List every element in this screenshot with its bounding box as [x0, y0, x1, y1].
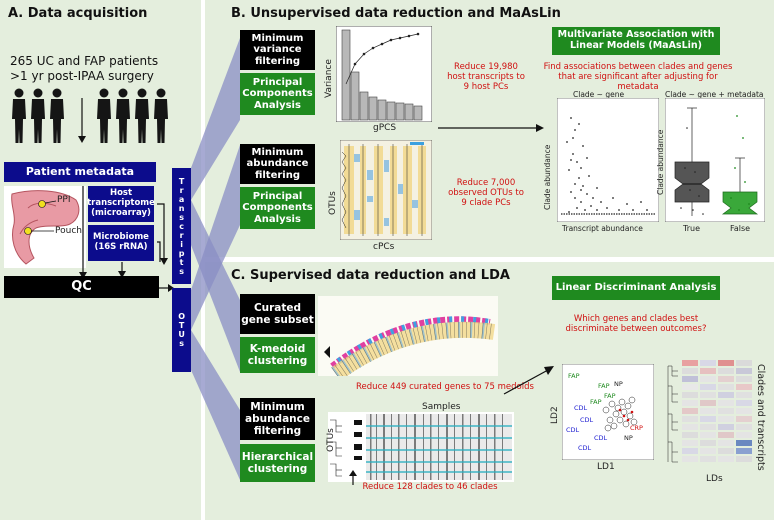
- otu-clade-heatmap: [328, 412, 514, 482]
- otus-axis-label-c: OTUs: [326, 428, 336, 452]
- maaslin-title-box: Multivariate Association with Linear Mod…: [552, 27, 720, 55]
- lda-label-np-1: NP: [614, 380, 623, 388]
- pouch-label: Pouch: [55, 226, 82, 236]
- lda-heatmap-cells: [682, 360, 752, 462]
- arrow-to-maaslin: [438, 124, 544, 132]
- lda-label-crp: CRP: [630, 424, 643, 432]
- patient-silhouettes: [12, 88, 168, 143]
- acquisition-arrows: [79, 186, 174, 292]
- host-transcriptome-box: Host transcriptome (microarray): [87, 186, 155, 222]
- gene-arc: [318, 296, 498, 376]
- lda-label-cdl-1: CDL: [574, 404, 588, 412]
- person-icon: [116, 88, 130, 143]
- section-b-title: B. Unsupervised data reduction and MaAsL…: [231, 6, 561, 21]
- transcripts-vertical-label: Transcripts: [177, 176, 187, 276]
- box-title: Clade ~ gene + metadata: [665, 90, 764, 99]
- clades-transcripts-label: Clades and transcripts: [755, 364, 766, 471]
- lda-label-fap-3: FAP: [604, 392, 616, 400]
- lds-label: LDs: [706, 474, 723, 484]
- box-true: [674, 161, 710, 203]
- up-arrow: [349, 470, 357, 485]
- kmedoid-box: K-medoid clustering: [240, 337, 315, 373]
- maaslin-question: Find associations between clades and gen…: [543, 62, 733, 93]
- person-icon: [50, 88, 64, 143]
- otus-column: OTUs: [172, 288, 191, 372]
- cpcs-axis-label: cPCs: [373, 242, 395, 252]
- funnel-transcripts-bottom: [191, 200, 240, 372]
- ld2-label: LD2: [550, 406, 560, 424]
- ld1-label: LD1: [597, 462, 615, 472]
- transcripts-column: Transcripts: [172, 168, 191, 284]
- lda-heatmap: [667, 360, 752, 463]
- arrow-to-lda: [503, 366, 554, 395]
- anatomy-illustration: [4, 186, 86, 268]
- lda-label-cdl-3: CDL: [566, 426, 580, 434]
- person-icon: [12, 88, 26, 143]
- qc-box: QC: [4, 276, 159, 298]
- scatter-title: Clade ~ gene: [573, 90, 625, 99]
- min-abundance-filter-box-b: Minimum abundance filtering: [240, 144, 315, 184]
- lda-label-np-2: NP: [624, 434, 633, 442]
- cohort-line-2: >1 yr post-IPAA surgery: [10, 69, 154, 83]
- box-ylabel: Clade abundance: [656, 129, 665, 195]
- funnel-otus-top: [191, 145, 240, 330]
- lda-label-cdl-2: CDL: [580, 416, 594, 424]
- box-false-label: False: [730, 224, 751, 233]
- scree-plot: [336, 26, 432, 122]
- clade-heatmap-columns: [370, 414, 503, 480]
- lda-scatter: [562, 364, 654, 460]
- samples-label: Samples: [422, 402, 461, 412]
- reduce-clades-text: Reduce 128 clades to 46 clades: [362, 482, 498, 492]
- person-icon: [154, 88, 168, 143]
- person-icon: [31, 88, 45, 143]
- lda-label-cdl-5: CDL: [578, 444, 592, 452]
- curated-gene-subset-box: Curated gene subset: [240, 294, 315, 334]
- lda-label-fap-2: FAP: [598, 382, 610, 390]
- box-true-label: True: [683, 224, 700, 233]
- otus-vertical-label: OTUs: [177, 312, 187, 348]
- lda-question: Which genes and clades best discriminate…: [565, 314, 707, 335]
- otus-axis-label-b: OTUs: [328, 191, 338, 215]
- person-icon: [97, 88, 111, 143]
- reduce-otus-text: Reduce 7,000 observed OTUs to 9 clade PC…: [448, 178, 524, 209]
- reduce-transcripts-text: Reduce 19,980 host transcripts to 9 host…: [447, 62, 525, 93]
- funnel-transcripts-top: [191, 38, 240, 200]
- cohort-line-1: 265 UC and FAP patients: [10, 54, 159, 68]
- maaslin-boxplot: [665, 98, 765, 222]
- reduce-genes-text: Reduce 449 curated genes to 75 medoids: [356, 382, 534, 392]
- microbiome-box: Microbiome (16S rRNA): [88, 225, 154, 261]
- person-icon: [135, 88, 149, 143]
- ppi-label: PPI: [57, 195, 71, 205]
- lda-label-cdl-4: CDL: [594, 434, 608, 442]
- scatter-points: [566, 117, 648, 213]
- hierarchical-clustering-box: Hierarchical clustering: [240, 444, 315, 482]
- maaslin-scatter: [557, 98, 659, 222]
- box-false: [721, 191, 759, 215]
- otu-heatmap: [340, 140, 432, 240]
- pca-box-1: Principal Components Analysis: [240, 73, 315, 115]
- variance-axis-label: Variance: [324, 59, 334, 98]
- funnel-otus-bottom: [191, 330, 240, 480]
- lda-label-fap-1: FAP: [568, 372, 580, 380]
- pca-box-2: Principal Components Analysis: [240, 187, 315, 229]
- min-abundance-filter-box-c: Minimum abundance filtering: [240, 398, 315, 440]
- scatter-ylabel: Clade abundance: [543, 144, 552, 210]
- section-c-title: C. Supervised data reduction and LDA: [231, 268, 510, 283]
- min-variance-filter-box: Minimum variance filtering: [240, 30, 315, 70]
- patient-metadata-box: Patient metadata: [4, 162, 156, 182]
- gpcs-axis-label: gPCS: [373, 123, 397, 133]
- lda-label-fap-4: FAP: [590, 398, 602, 406]
- lda-title-box: Linear Discriminant Analysis: [552, 276, 720, 300]
- lda-points-black: [602, 396, 638, 432]
- section-a-title: A. Data acquisition: [8, 6, 148, 21]
- scatter-xlabel: Transcript abundance: [562, 224, 643, 233]
